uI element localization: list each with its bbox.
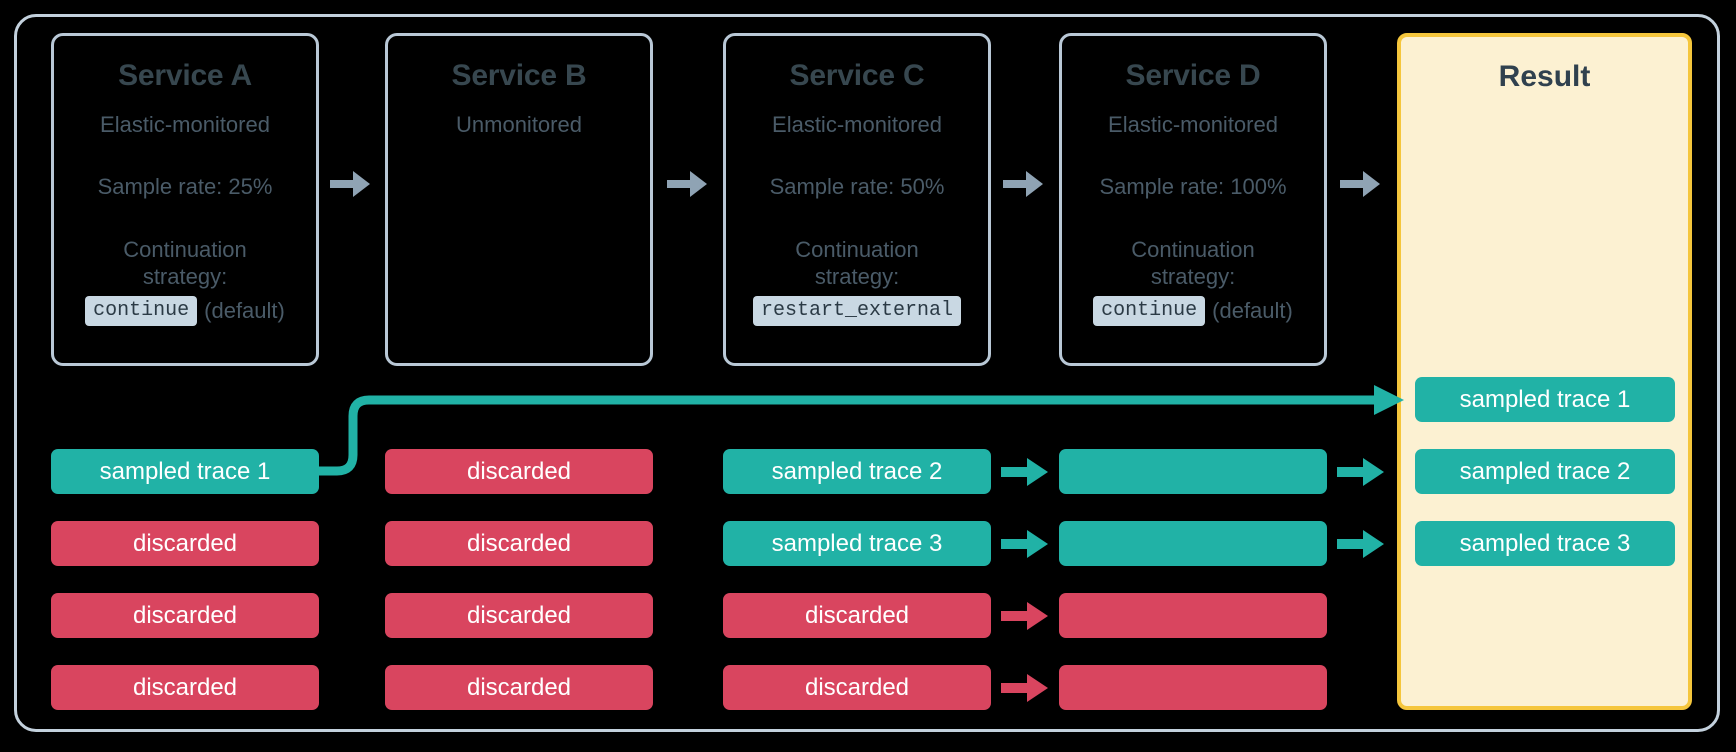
trace-box <box>1059 593 1327 638</box>
trace-box <box>1059 521 1327 566</box>
result-trace-box: sampled trace 3 <box>1415 521 1675 566</box>
trace-flow-arrow-d1-to-result2 <box>1337 458 1384 486</box>
trace-box: discarded <box>723 665 991 710</box>
trace-box: sampled trace 1 <box>51 449 319 494</box>
trace-box: discarded <box>51 665 319 710</box>
service-d-sample-rate: Sample rate: 100% <box>1099 173 1287 199</box>
service-d-strategy-label: Continuation strategy: <box>1131 236 1255 290</box>
result-trace-box: sampled trace 1 <box>1415 377 1675 422</box>
trace-flow-arrow-c3-to-d3 <box>1001 602 1048 630</box>
trace-box: discarded <box>385 449 653 494</box>
service-d-strategy-row: continue (default) <box>1093 295 1293 326</box>
trace-flow-arrow-c1-to-d1 <box>1001 458 1048 486</box>
service-card-c: Service C Elastic-monitored Sample rate:… <box>723 33 991 366</box>
service-d-title: Service D <box>1125 59 1261 92</box>
service-c-monitoring: Elastic-monitored <box>772 111 942 137</box>
service-a-monitoring: Elastic-monitored <box>100 111 270 137</box>
trace-box: discarded <box>723 593 991 638</box>
service-card-d: Service D Elastic-monitored Sample rate:… <box>1059 33 1327 366</box>
trace-box <box>1059 449 1327 494</box>
service-c-strategy-label: Continuation strategy: <box>795 236 919 290</box>
service-flow-arrow-a-to-b <box>330 171 370 197</box>
service-a-strategy-label: Continuation strategy: <box>123 236 247 290</box>
service-d-strategy-note: (default) <box>1212 297 1293 323</box>
service-c-title: Service C <box>789 59 925 92</box>
result-title: Result <box>1498 60 1591 93</box>
service-d-monitoring: Elastic-monitored <box>1108 111 1278 137</box>
trace-box: discarded <box>385 521 653 566</box>
service-a-strategy-note: (default) <box>204 297 285 323</box>
service-c-strategy-row: restart_external <box>752 295 962 326</box>
service-c-strategy-value: restart_external <box>752 295 962 326</box>
service-b-title: Service B <box>451 59 587 92</box>
service-flow-arrow-d-to-result <box>1340 171 1380 197</box>
trace-flow-arrow-c4-to-d4 <box>1001 674 1048 702</box>
trace-box: discarded <box>51 521 319 566</box>
result-trace-box: sampled trace 2 <box>1415 449 1675 494</box>
service-a-strategy-row: continue (default) <box>85 295 285 326</box>
result-panel: Result <box>1397 33 1692 710</box>
service-b-monitoring: Unmonitored <box>456 111 582 137</box>
service-flow-arrow-c-to-d <box>1003 171 1043 197</box>
service-card-a: Service A Elastic-monitored Sample rate:… <box>51 33 319 366</box>
trace-flow-arrow-c2-to-d2 <box>1001 530 1048 558</box>
trace-box <box>1059 665 1327 710</box>
service-a-sample-rate: Sample rate: 25% <box>97 173 273 199</box>
trace-flow-arrow-d2-to-result3 <box>1337 530 1384 558</box>
trace-box: sampled trace 3 <box>723 521 991 566</box>
trace-box: discarded <box>51 593 319 638</box>
service-a-strategy-value: continue <box>85 295 198 326</box>
service-a-title: Service A <box>118 59 252 92</box>
service-card-b: Service B Unmonitored <box>385 33 653 366</box>
trace-box: sampled trace 2 <box>723 449 991 494</box>
trace-box: discarded <box>385 593 653 638</box>
service-flow-arrow-b-to-c <box>667 171 707 197</box>
service-c-sample-rate: Sample rate: 50% <box>769 173 945 199</box>
trace-box: discarded <box>385 665 653 710</box>
service-d-strategy-value: continue <box>1093 295 1206 326</box>
